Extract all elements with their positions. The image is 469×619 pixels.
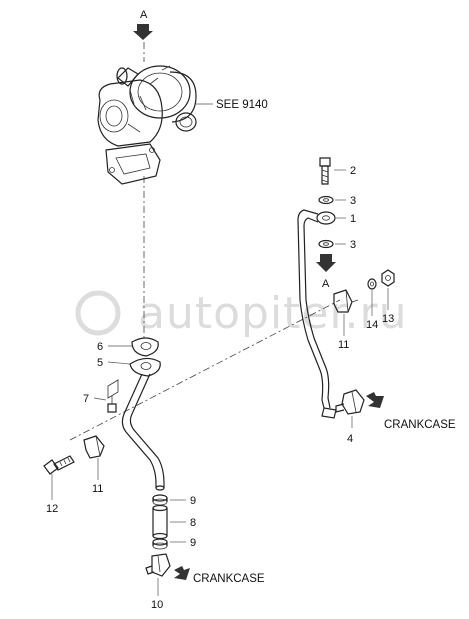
callout-13: 13 xyxy=(382,313,394,325)
watermark: autopiter.ru xyxy=(75,288,408,339)
oil-pipe-1 xyxy=(297,209,337,419)
callout-6: 6 xyxy=(97,341,103,353)
elbow-fitting-10 xyxy=(145,553,171,577)
crankcase-arrow-bottom xyxy=(174,566,190,580)
bracket-11-left xyxy=(83,435,105,459)
callout-2: 2 xyxy=(350,165,356,177)
view-arrow-top: A xyxy=(133,9,153,40)
washer-3-upper xyxy=(318,195,334,205)
callout-9-lower: 9 xyxy=(190,537,196,549)
callout-10: 10 xyxy=(151,599,163,611)
callout-5: 5 xyxy=(97,357,103,369)
view-arrow-right: A xyxy=(316,254,336,290)
bolt-2 xyxy=(319,157,331,185)
washer-14 xyxy=(367,278,377,290)
turbocharger xyxy=(97,65,197,185)
bolt-7 xyxy=(107,379,119,413)
callout-11-left: 11 xyxy=(92,483,103,495)
callout-4: 4 xyxy=(347,433,353,445)
elbow-fitting-4 xyxy=(335,389,365,415)
crankcase-arrow-right xyxy=(366,392,384,408)
callout-3-upper: 3 xyxy=(350,195,356,207)
crankcase-label-bottom: CRANKCASE xyxy=(193,573,265,585)
bracket-11-right xyxy=(333,289,359,313)
watermark-text: autopiter.ru xyxy=(138,288,408,339)
gasket-6 xyxy=(131,337,159,357)
callout-8: 8 xyxy=(190,517,196,529)
callout-7: 7 xyxy=(83,393,89,405)
bolt-12 xyxy=(43,455,75,475)
clamp-9-lower xyxy=(152,538,168,550)
view-marker-right: A xyxy=(322,278,330,290)
callout-9-upper: 9 xyxy=(190,495,196,507)
callout-3-lower: 3 xyxy=(350,239,356,251)
callout-11-right: 11 xyxy=(338,339,349,351)
clamp-9-upper xyxy=(152,494,168,506)
hose-8 xyxy=(152,504,168,540)
see-reference: SEE 9140 xyxy=(216,99,268,111)
washer-3-lower xyxy=(318,239,334,249)
crankcase-label-right: CRANKCASE xyxy=(384,419,456,431)
callout-1: 1 xyxy=(350,213,356,225)
nut-13 xyxy=(381,269,395,287)
callout-12: 12 xyxy=(46,503,58,515)
return-pipe-5 xyxy=(121,357,165,491)
callout-14: 14 xyxy=(366,319,378,331)
view-marker-top: A xyxy=(140,9,148,21)
